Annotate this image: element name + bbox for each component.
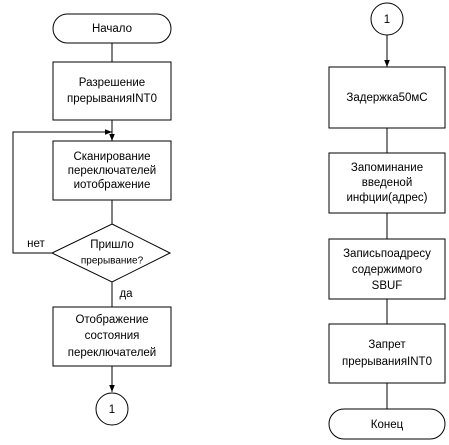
no-loop-line	[12, 129, 112, 254]
interrupt-decision: Пришло прерывание?	[50, 223, 172, 283]
remember-input-line-1: Запоминание	[351, 162, 423, 174]
connector-in-label: 1	[384, 14, 390, 26]
enable-interrupt-line-1: Разрешение	[79, 77, 145, 89]
write-sbuf-line-2: содержимого	[352, 264, 422, 276]
scan-switches-line-3: иотображение	[74, 179, 151, 191]
disable-interrupt-line-1: Запрет	[368, 339, 406, 351]
decision-no-label: нет	[27, 238, 45, 250]
enable-interrupt-box: Разрешение прерыванияINT0	[52, 61, 172, 121]
delay-label: Задержка50мС	[346, 92, 427, 104]
write-sbuf-line-1: Записьпоадресу	[343, 248, 431, 260]
display-state-line-2: состояния	[85, 330, 140, 342]
display-state-line-1: Отображение	[75, 314, 148, 326]
connector-in: 1	[370, 2, 404, 36]
connector-out: 1	[95, 392, 129, 426]
remember-input-line-2: введеной	[362, 177, 413, 189]
scan-switches-box: Сканирование переключателей иотображение	[52, 140, 172, 201]
decision-line-2: прерывание?	[81, 256, 144, 267]
end-terminator: Конец	[328, 408, 446, 440]
connector-out-label: 1	[109, 404, 115, 416]
delay-box: Задержка50мС	[328, 66, 446, 129]
enable-interrupt-line-2: прерыванияINT0	[67, 93, 157, 105]
display-state-line-3: переключателей	[68, 347, 156, 359]
disable-interrupt-line-2: прерыванияINT0	[342, 356, 432, 368]
disable-interrupt-box: Запрет прерыванияINT0	[328, 323, 446, 384]
display-state-box: Отображение состояния переключателей	[52, 306, 172, 367]
remember-input-box: Запоминание введеной инфции(адрес)	[328, 152, 446, 214]
remember-input-line-3: инфции(адрес)	[347, 192, 428, 204]
end-label: Конец	[371, 419, 404, 431]
scan-switches-line-1: Сканирование	[73, 151, 150, 163]
write-sbuf-line-3: SBUF	[372, 280, 403, 292]
decision-line-1: Пришло	[90, 239, 134, 251]
scan-switches-line-2: переключателей	[68, 165, 156, 177]
start-terminator: Начало	[52, 13, 172, 44]
write-sbuf-box: Записьпоадресу содержимого SBUF	[328, 238, 446, 300]
start-label: Начало	[92, 23, 132, 35]
decision-yes-label: да	[119, 288, 133, 300]
